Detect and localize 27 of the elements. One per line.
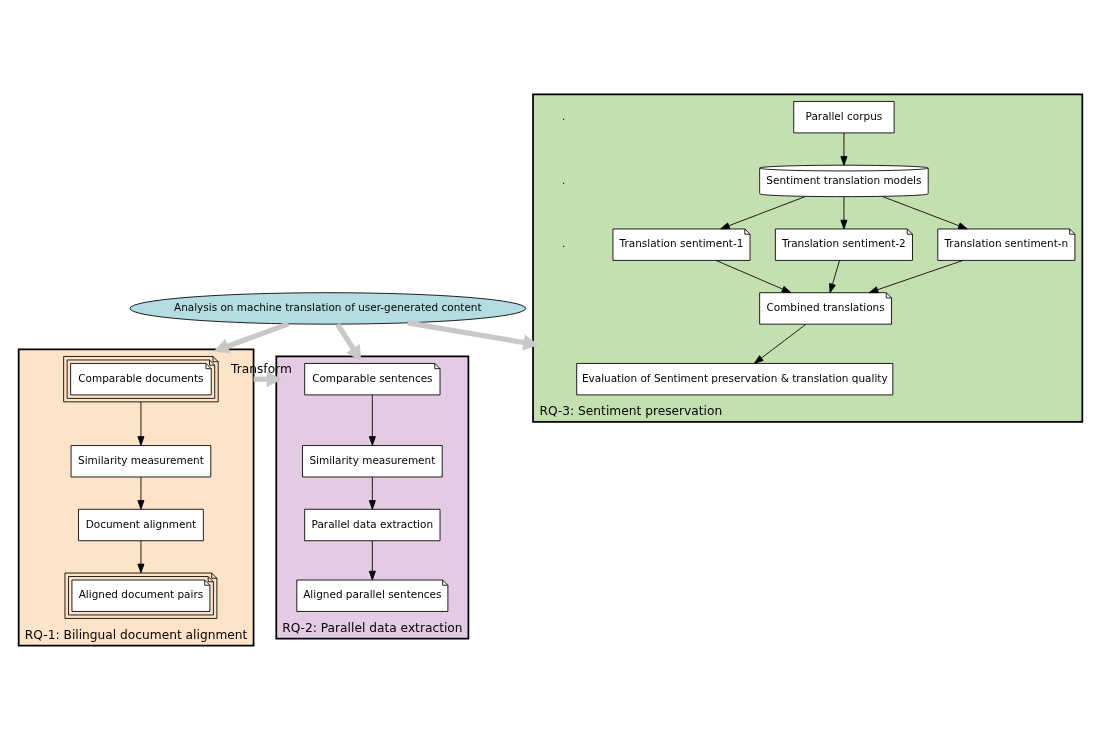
arrow bbox=[137, 401, 145, 446]
arrow bbox=[840, 132, 848, 166]
arrow bbox=[840, 196, 848, 230]
node-box: Evaluation of Sentiment preservation & translation quality bbox=[576, 363, 894, 396]
arrow bbox=[754, 323, 807, 364]
arrow bbox=[368, 540, 376, 581]
node-ellipse: Analysis on machine translation of user-generated content bbox=[129, 292, 527, 325]
arrow bbox=[137, 476, 145, 510]
arrow bbox=[720, 196, 806, 230]
node-box: Similarity measurement bbox=[302, 445, 443, 478]
arrow bbox=[882, 196, 968, 230]
node-box: Document alignment bbox=[78, 508, 204, 542]
arrow bbox=[368, 476, 376, 510]
arrow bbox=[829, 260, 840, 294]
node-box: Similarity measurement bbox=[70, 445, 212, 478]
arrow bbox=[137, 540, 145, 574]
arrow bbox=[715, 259, 792, 294]
arrow bbox=[868, 259, 964, 294]
arrow bbox=[407, 320, 539, 351]
arrow bbox=[213, 321, 290, 354]
label: . bbox=[561, 109, 566, 122]
node-box: Parallel data extraction bbox=[304, 508, 441, 542]
label: . bbox=[561, 237, 566, 250]
arrow bbox=[335, 322, 362, 362]
node-box: Parallel corpus bbox=[793, 101, 895, 134]
arrow bbox=[368, 394, 376, 446]
label: . bbox=[561, 173, 566, 186]
